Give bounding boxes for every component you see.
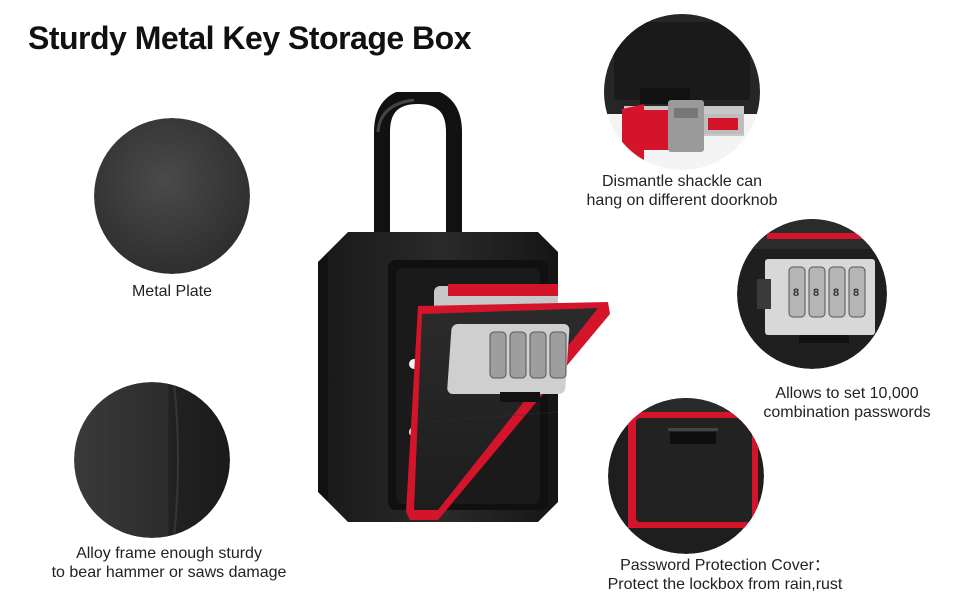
svg-text:8: 8 [833, 287, 839, 299]
key-lockbox-image [318, 87, 618, 533]
cover-caption: Password Protection Cover： Protect the l… [607, 557, 843, 593]
alloy-frame-caption: Alloy frame enough sturdy to bear hammer… [51, 545, 287, 581]
shackle-caption: Dismantle shackle can hang on different … [586, 173, 778, 209]
combination-detail-image: 8 8 8 8 [737, 219, 887, 369]
page-title: Sturdy Metal Key Storage Box [28, 20, 472, 56]
combination-caption: Allows to set 10,000 combination passwor… [763, 385, 931, 421]
metal-plate-caption: Metal Plate [131, 283, 213, 300]
shackle-detail-image [604, 14, 760, 170]
svg-text:8: 8 [813, 287, 819, 299]
svg-text:8: 8 [793, 287, 799, 299]
alloy-frame-image [74, 382, 230, 538]
metal-plate-image [94, 118, 250, 274]
cover-detail-image [608, 398, 764, 554]
svg-text:8: 8 [853, 287, 859, 299]
